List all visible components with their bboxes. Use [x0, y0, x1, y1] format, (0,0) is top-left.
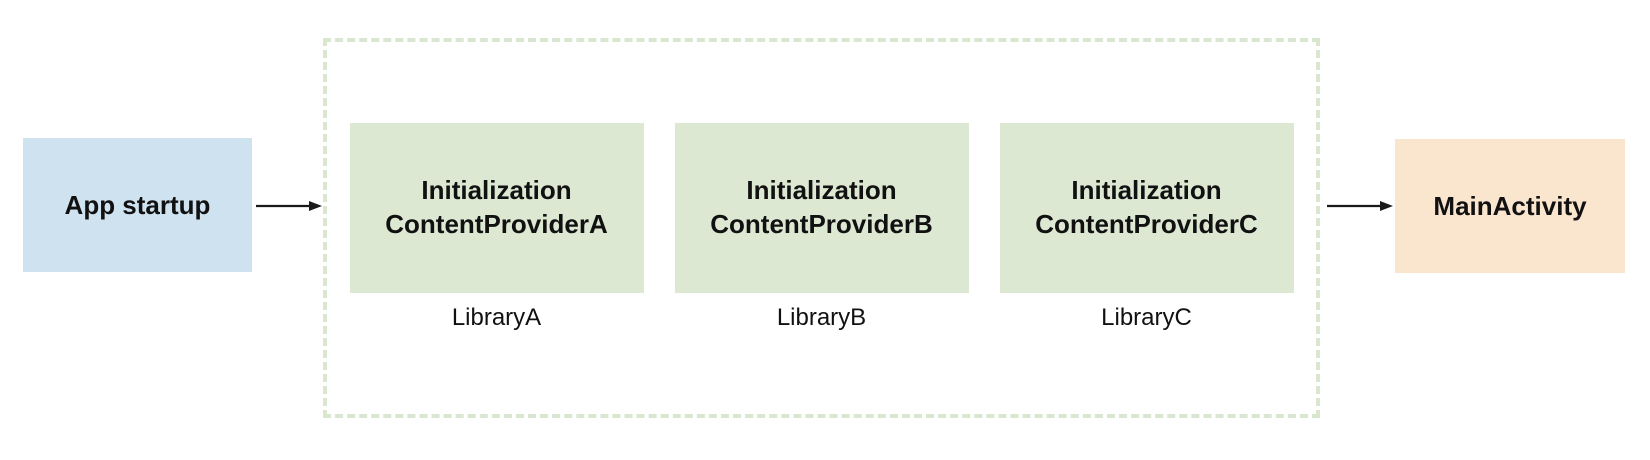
- provider-c-line1: Initialization: [1071, 175, 1222, 206]
- provider-group-a: Initialization ContentProviderA LibraryA: [349, 123, 644, 332]
- provider-box-c: Initialization ContentProviderC: [999, 123, 1294, 293]
- library-label-a: LibraryA: [451, 304, 542, 331]
- provider-a-line1: Initialization: [421, 175, 572, 206]
- provider-box-a: Initialization ContentProviderA: [349, 123, 644, 293]
- library-label-c: LibraryC: [1101, 304, 1192, 331]
- provider-a-line2: ContentProviderA: [385, 209, 608, 239]
- start-node-label: App startup: [64, 189, 211, 220]
- provider-b-line2: ContentProviderB: [710, 209, 933, 239]
- library-label-b: LibraryB: [776, 304, 867, 331]
- provider-box-b: Initialization ContentProviderB: [674, 123, 969, 293]
- arrow-right-icon: [256, 201, 322, 211]
- provider-b-line1: Initialization: [746, 175, 897, 206]
- start-node: App startup: [23, 138, 252, 272]
- provider-c-line2: ContentProviderC: [1035, 209, 1258, 239]
- end-node: MainActivity: [1395, 139, 1625, 273]
- provider-group-b: Initialization ContentProviderB LibraryB: [674, 123, 969, 332]
- end-node-label: MainActivity: [1433, 190, 1587, 221]
- provider-group-c: Initialization ContentProviderC LibraryC: [999, 123, 1294, 332]
- arrow-right-icon: [1327, 201, 1393, 211]
- providers-container: Initialization ContentProviderA LibraryA…: [323, 38, 1320, 418]
